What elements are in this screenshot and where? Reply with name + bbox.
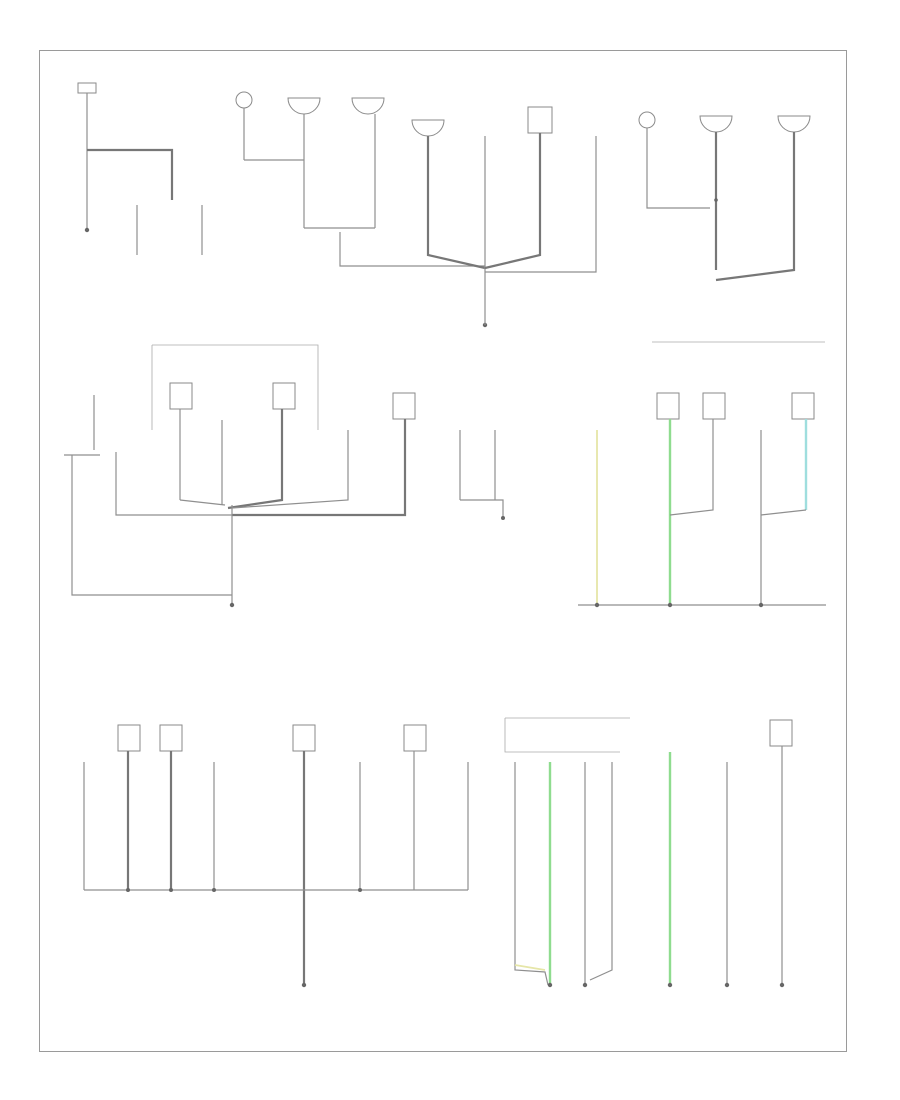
component-box	[159, 724, 183, 752]
right-lamp-group	[638, 111, 811, 282]
lamp-symbol	[777, 115, 811, 133]
lamp-ground-group	[235, 91, 597, 328]
component-box	[656, 392, 680, 420]
component-box	[169, 382, 193, 410]
splice-point	[126, 888, 130, 892]
right-bus-group	[578, 341, 826, 608]
ground-point	[594, 602, 600, 608]
lamp-symbol	[351, 97, 385, 115]
splice-point	[212, 888, 216, 892]
component-box	[272, 382, 296, 410]
ground-point	[667, 982, 673, 988]
ground-point	[547, 982, 553, 988]
ground-point	[301, 982, 307, 988]
component-box	[292, 724, 316, 752]
component-box	[702, 392, 726, 420]
lamp-symbol	[235, 91, 253, 109]
ground-point	[779, 982, 785, 988]
component-box	[769, 719, 793, 747]
battery-symbol	[77, 82, 97, 94]
module-ground-group	[64, 344, 416, 608]
ground-point	[724, 982, 730, 988]
bottom-right-ground-group	[504, 717, 793, 988]
ground-point	[758, 602, 764, 608]
ground-point	[229, 602, 235, 608]
center-ground-group	[459, 430, 505, 520]
lamp-symbol	[699, 115, 733, 133]
battery-ground-group	[77, 82, 203, 255]
ground-point	[667, 602, 673, 608]
component-box	[527, 106, 553, 134]
splice-point	[358, 888, 362, 892]
ground-point	[501, 516, 505, 520]
component-box	[791, 392, 815, 420]
component-box	[403, 724, 427, 752]
bottom-ground-group	[83, 724, 469, 988]
ground-point	[582, 982, 588, 988]
lamp-symbol	[287, 97, 321, 115]
lamp-symbol	[411, 119, 445, 137]
splice-point	[169, 888, 173, 892]
ground-point	[84, 227, 90, 233]
lamp-symbol	[638, 111, 656, 129]
component-box	[117, 724, 141, 752]
diagram-frame	[39, 50, 847, 1052]
component-box	[392, 392, 416, 420]
splice-point	[714, 198, 718, 202]
